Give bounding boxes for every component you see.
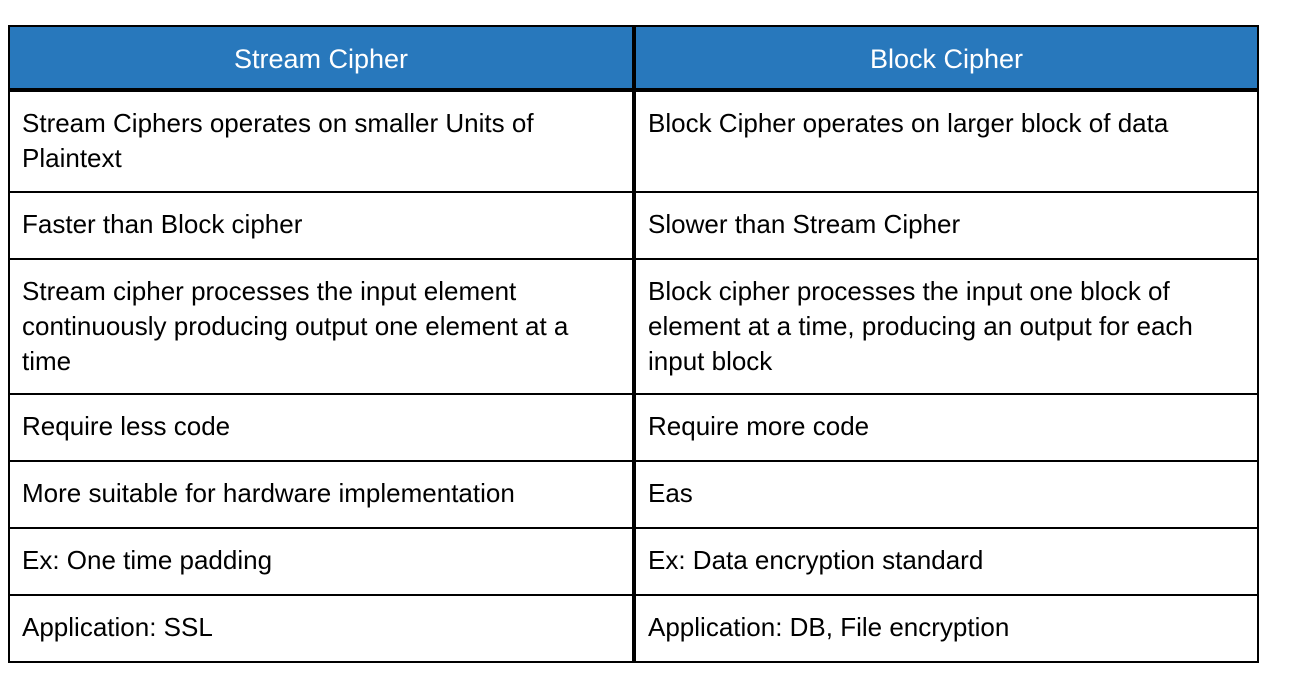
cell-block-cipher: Block cipher processes the input one blo… [634,260,1259,395]
table-row: Application: SSL Application: DB, File e… [8,596,1259,663]
cell-stream-cipher: More suitable for hardware implementatio… [8,462,634,529]
cell-stream-cipher: Ex: One time padding [8,529,634,596]
table-row: Require less code Require more code [8,395,1259,462]
cell-block-cipher: Ex: Data encryption standard [634,529,1259,596]
table-row: Faster than Block cipher Slower than Str… [8,193,1259,260]
table-row: Stream Ciphers operates on smaller Units… [8,90,1259,193]
table-header: Stream Cipher Block Cipher [8,25,1259,90]
table-header-row: Stream Cipher Block Cipher [8,25,1259,90]
cell-stream-cipher: Stream cipher processes the input elemen… [8,260,634,395]
table-body: Stream Ciphers operates on smaller Units… [8,90,1259,663]
table-row: Stream cipher processes the input elemen… [8,260,1259,395]
column-header-block-cipher: Block Cipher [634,25,1259,90]
cell-block-cipher: Eas [634,462,1259,529]
table-row: More suitable for hardware implementatio… [8,462,1259,529]
column-header-stream-cipher: Stream Cipher [8,25,634,90]
cell-block-cipher: Application: DB, File encryption [634,596,1259,663]
cell-stream-cipher: Faster than Block cipher [8,193,634,260]
cell-stream-cipher: Stream Ciphers operates on smaller Units… [8,90,634,193]
cell-stream-cipher: Application: SSL [8,596,634,663]
cipher-comparison-table: Stream Cipher Block Cipher Stream Cipher… [8,25,1259,663]
cell-stream-cipher: Require less code [8,395,634,462]
cell-block-cipher: Block Cipher operates on larger block of… [634,90,1259,193]
cell-block-cipher: Slower than Stream Cipher [634,193,1259,260]
cell-block-cipher: Require more code [634,395,1259,462]
table-row: Ex: One time padding Ex: Data encryption… [8,529,1259,596]
